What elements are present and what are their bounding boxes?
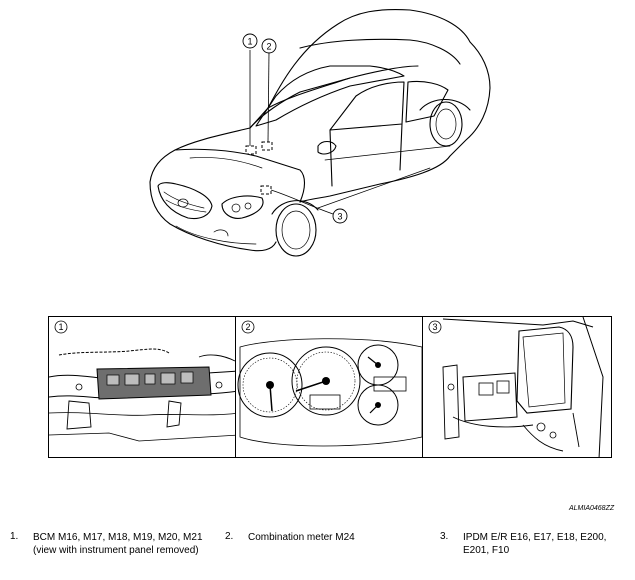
legend-1-text: BCM M16, M17, M18, M19, M20, M21 (view w… xyxy=(33,532,203,556)
legend-1-number: 1. xyxy=(10,531,19,542)
svg-text:3: 3 xyxy=(337,212,342,222)
panel-3-callout: 3 xyxy=(432,322,437,332)
legend-3-text: IPDM E/R E16, E17, E18, E200, E201, F10 xyxy=(463,532,607,556)
legend-2-text: Combination meter M24 xyxy=(248,532,355,543)
detail-panel-ipdm: 3 xyxy=(422,316,612,458)
svg-text:1: 1 xyxy=(247,37,252,47)
car-illustration: 1 2 3 xyxy=(149,9,491,257)
detail-panel-combination-meter: 2 xyxy=(235,316,425,458)
callout-3: 3 xyxy=(332,208,348,224)
detail-panel-bcm: 1 xyxy=(48,316,238,458)
svg-text:2: 2 xyxy=(266,42,271,52)
reference-code: ALMIA0468ZZ xyxy=(569,505,615,512)
legend-3-number: 3. xyxy=(440,531,449,542)
callout-1: 1 xyxy=(242,33,258,49)
panel-1-callout: 1 xyxy=(58,322,63,332)
legend-2-number: 2. xyxy=(225,531,234,542)
panel-2-callout: 2 xyxy=(245,322,250,332)
callout-2: 2 xyxy=(261,38,277,54)
